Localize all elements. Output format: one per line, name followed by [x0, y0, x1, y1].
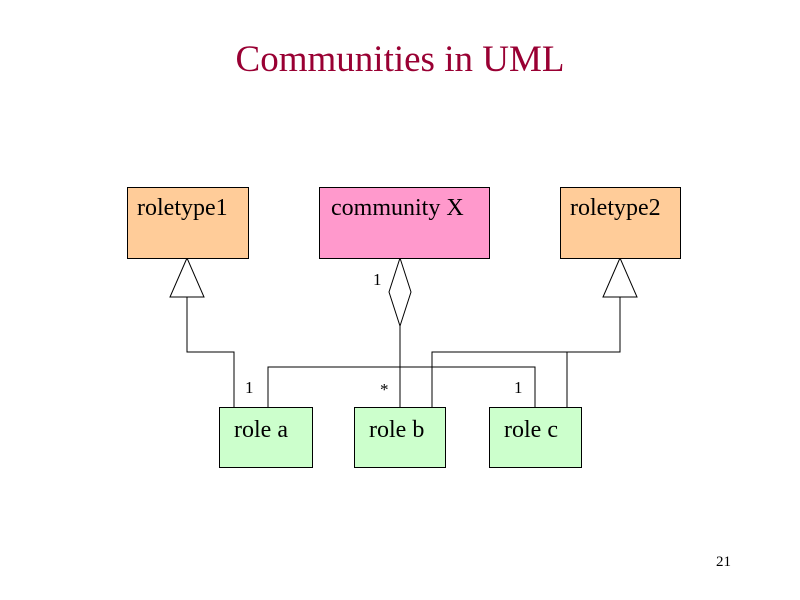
- role-b-class: role b: [354, 407, 446, 468]
- multiplicity-role-a: 1: [245, 378, 254, 397]
- generalization-line-role-b: [431, 297, 621, 408]
- generalization-arrow-roletype1: [169, 256, 205, 298]
- role-b-label: role b: [369, 417, 425, 443]
- multiplicity-community: 1: [373, 270, 382, 289]
- community-x-label: community X: [331, 195, 464, 221]
- generalization-arrow-roletype2: [602, 256, 638, 298]
- slide-title: Communities in UML: [235, 39, 565, 80]
- roletype2-label: roletype2: [570, 195, 661, 221]
- aggregation-diamond: [388, 256, 412, 328]
- role-c-label: role c: [504, 417, 558, 443]
- page-number: 21: [716, 554, 731, 570]
- role-a-class: role a: [219, 407, 313, 468]
- roletype1-class: roletype1: [127, 187, 249, 259]
- multiplicity-role-b: *: [380, 380, 389, 399]
- generalization-line-role-a: [186, 297, 235, 408]
- community-x-class: community X: [319, 187, 490, 259]
- multiplicity-role-c: 1: [514, 378, 523, 397]
- roletype2-class: roletype2: [560, 187, 681, 259]
- roletype1-label: roletype1: [137, 195, 228, 221]
- aggregation-line-role-a: [267, 366, 400, 408]
- aggregation-line-role-c: [400, 366, 536, 408]
- role-c-class: role c: [489, 407, 582, 468]
- role-a-label: role a: [234, 417, 288, 443]
